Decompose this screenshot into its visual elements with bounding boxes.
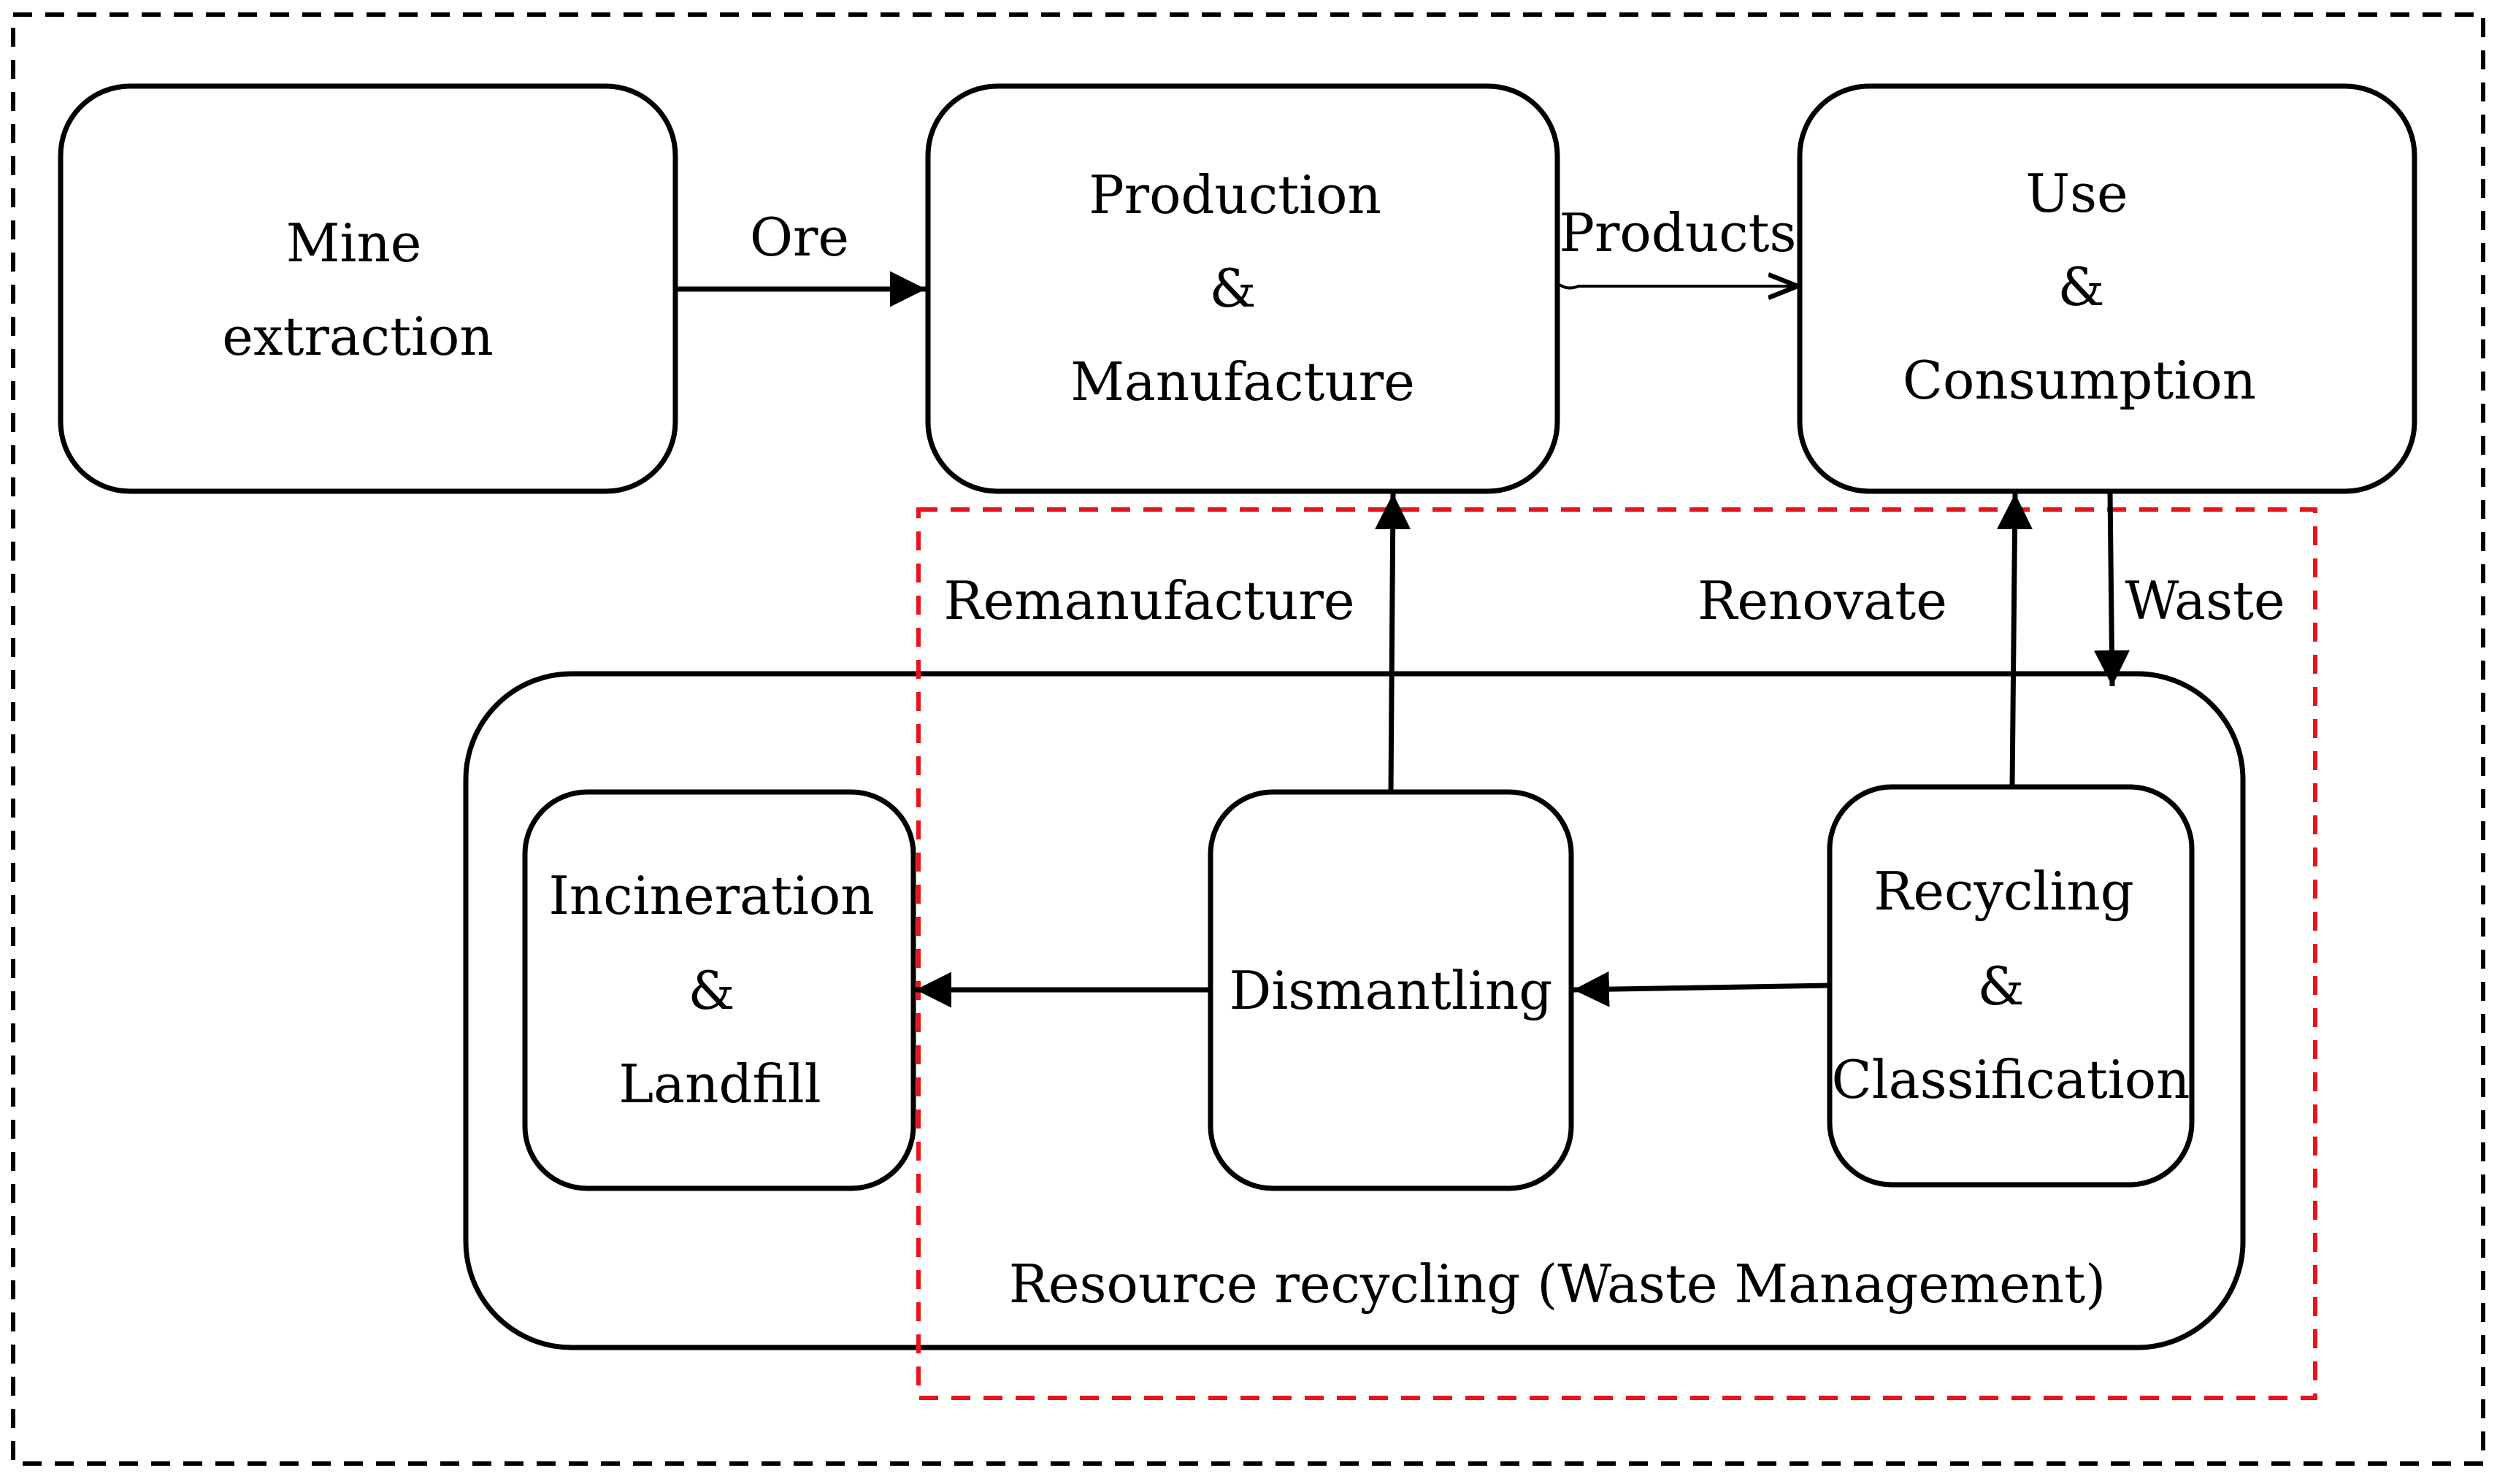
incineration-landfill-node <box>522 789 916 1191</box>
recycling-classification-label: Recycling & Classification <box>1832 861 2190 1110</box>
dismantling-line-1: Dismantling <box>1230 960 1553 1021</box>
products-label: Products <box>1560 202 1797 264</box>
use-consumption-label: Use & Consumption <box>1903 163 2256 411</box>
products-arrow <box>1558 285 1798 288</box>
incineration-landfill-label: Incineration & Landfill <box>548 865 891 1115</box>
production-line-2: & <box>1210 258 1257 319</box>
production-line-1: Production <box>1089 164 1381 226</box>
production-manufacture-label: Production & Manufacture <box>1070 164 1415 412</box>
resource-recycling-container <box>463 671 2246 1350</box>
recycling-to-dismantling-arrow <box>1573 971 1830 1007</box>
waste-arrow <box>2093 491 2130 687</box>
renovate-label: Renovate <box>1698 570 1947 631</box>
recycling-line-3: Classification <box>1832 1049 2190 1110</box>
outer-frame <box>11 12 2485 1466</box>
mine-extraction-line-1: Mine <box>286 212 422 274</box>
remanufacture-label: Remanufacture <box>944 570 1355 631</box>
incineration-line-1: Incineration <box>548 865 874 926</box>
remanufacture-arrow <box>1375 493 1411 793</box>
mine-extraction-node <box>58 83 678 494</box>
inner-frame <box>916 507 2317 1400</box>
use-consumption-node <box>1797 83 2417 494</box>
use-line-2: & <box>2058 256 2105 318</box>
recycling-line-1: Recycling <box>1873 861 2134 922</box>
dismantling-label: Dismantling <box>1230 960 1553 1021</box>
use-line-3: Consumption <box>1903 350 2256 411</box>
use-line-1: Use <box>2025 163 2128 224</box>
renovate-arrow <box>1997 493 2033 788</box>
ore-label: Ore <box>750 207 849 268</box>
resource-recycling-label: Resource recycling (Waste Management) <box>1009 1253 2106 1315</box>
production-manufacture-node <box>925 83 1560 494</box>
mine-extraction-label: Mine extraction <box>222 212 494 367</box>
incineration-line-2: & <box>689 960 735 1021</box>
production-line-3: Manufacture <box>1070 351 1415 412</box>
waste-label: Waste <box>2125 570 2285 631</box>
incineration-line-3: Landfill <box>618 1053 821 1115</box>
recycling-line-2: & <box>1978 956 2025 1017</box>
mine-extraction-line-2: extraction <box>222 306 494 367</box>
